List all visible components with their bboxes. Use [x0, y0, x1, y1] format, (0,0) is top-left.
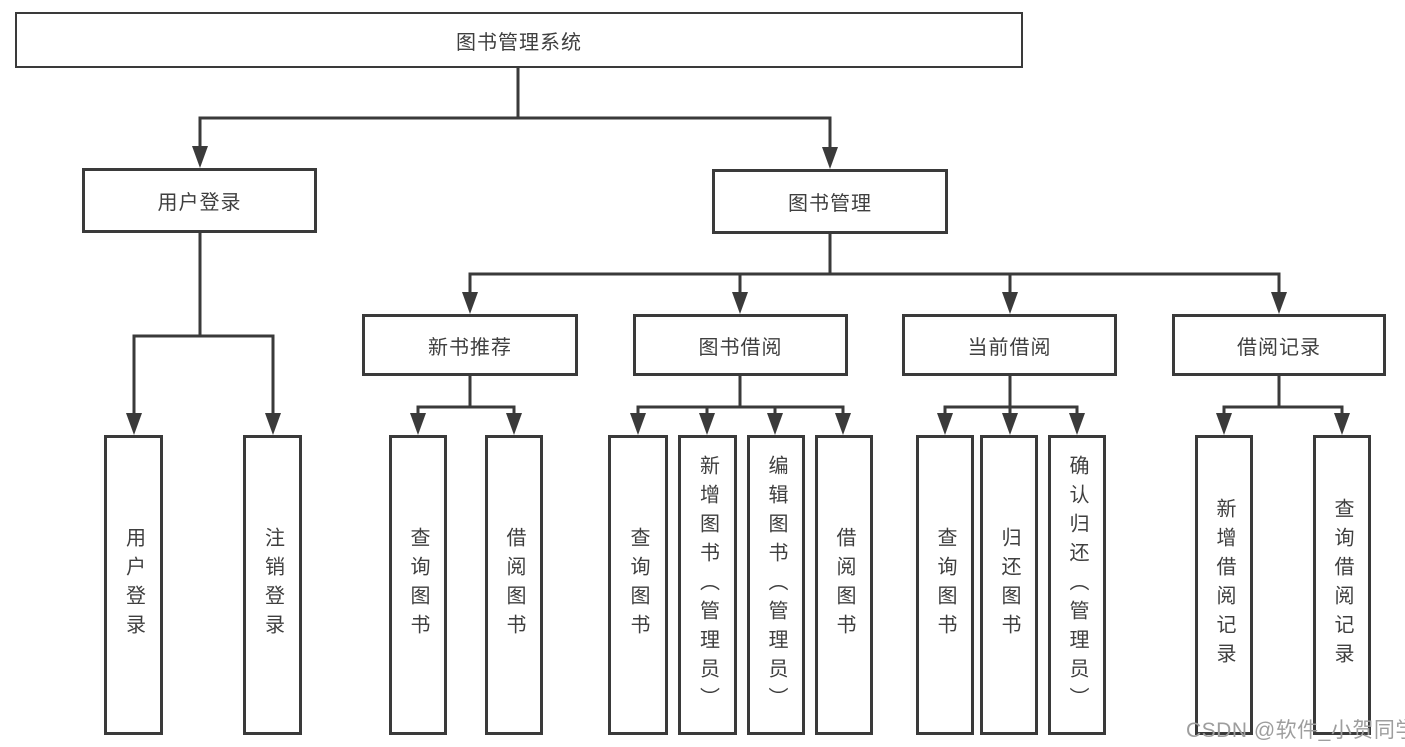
leaf-user-login: 用户登录 [104, 435, 163, 735]
leaf-confirm-return-admin: 确认归还（管理员） [1048, 435, 1106, 735]
node-book-borrowing: 图书借阅 [633, 314, 848, 376]
leaf-query-books-borrowing: 查询图书 [608, 435, 668, 735]
arrowheads [126, 146, 1350, 435]
leaf-query-books-recommend: 查询图书 [389, 435, 447, 735]
leaf-add-book-admin: 新增图书（管理员） [678, 435, 737, 735]
node-library-management-system: 图书管理系统 [15, 12, 1023, 68]
node-borrowing-records: 借阅记录 [1172, 314, 1386, 376]
leaf-query-books-current: 查询图书 [916, 435, 974, 735]
leaf-add-borrow-record: 新增借阅记录 [1195, 435, 1253, 735]
leaf-borrow-books-borrowing: 借阅图书 [815, 435, 873, 735]
leaf-edit-book-admin: 编辑图书（管理员） [747, 435, 805, 735]
csdn-watermark: CSDN @软件_小贺同学 [1186, 719, 1405, 742]
node-user-login: 用户登录 [82, 168, 317, 233]
node-book-management: 图书管理 [712, 169, 948, 234]
leaf-logout: 注销登录 [243, 435, 302, 735]
node-current-borrowing: 当前借阅 [902, 314, 1117, 376]
leaf-query-borrow-record: 查询借阅记录 [1313, 435, 1371, 735]
node-new-book-recommendation: 新书推荐 [362, 314, 578, 376]
leaf-borrow-books-recommend: 借阅图书 [485, 435, 543, 735]
leaf-return-book: 归还图书 [980, 435, 1038, 735]
